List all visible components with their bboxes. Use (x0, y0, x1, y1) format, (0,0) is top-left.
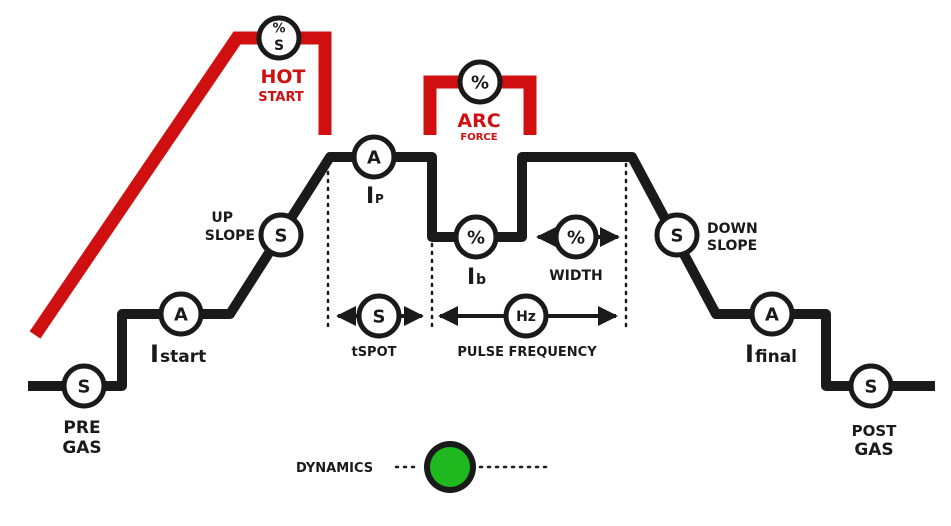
svg-text:S: S (373, 307, 386, 328)
down-slope-knob[interactable]: S (654, 212, 700, 258)
i-start-knob[interactable]: A (158, 291, 204, 337)
i-final-label-main: I (745, 340, 754, 368)
pre-gas-knob[interactable]: S (61, 363, 107, 409)
tspot-label: tSPOT (351, 345, 396, 360)
svg-text:A: A (174, 305, 188, 326)
hot-start-label-line2: START (258, 90, 304, 105)
svg-text:%: % (467, 228, 485, 249)
svg-text:Hz: Hz (516, 309, 536, 325)
i-base-label-sub: b (476, 272, 486, 288)
i-peak-knob[interactable]: A (351, 134, 397, 180)
i-peak-label-sub: P (375, 192, 384, 206)
width-label: WIDTH (549, 268, 603, 284)
dynamics-indicator-icon[interactable] (424, 441, 476, 493)
i-final-label-sub: final (755, 347, 797, 367)
i-peak-label-main: I (366, 184, 374, 209)
width-knob[interactable]: % (553, 214, 599, 260)
arc-force-knob[interactable]: % (457, 59, 503, 105)
pre-gas-label-line1: PRE (63, 418, 100, 438)
post-gas-knob[interactable]: S (848, 363, 894, 409)
post-gas-label-line1: POST (852, 422, 898, 440)
i-start-label-main: I (150, 340, 159, 368)
up-slope-label-line2: SLOPE (205, 228, 255, 244)
svg-text:%: % (272, 22, 285, 37)
down-slope-label-line2: SLOPE (707, 238, 757, 254)
down-slope-label-line1: DOWN (707, 221, 758, 237)
tspot-knob[interactable]: S (356, 293, 402, 339)
i-base-knob[interactable]: % (453, 214, 499, 260)
arc-force-label-line1: ARC (457, 110, 500, 132)
svg-text:S: S (274, 38, 284, 54)
i-start-label-sub: start (160, 347, 206, 367)
svg-text:%: % (471, 73, 489, 94)
svg-text:S: S (78, 377, 91, 398)
hot-start-label-line1: HOT (260, 66, 305, 88)
hot-start-knob[interactable]: % S (256, 15, 302, 61)
svg-text:S: S (865, 377, 878, 398)
pulse-frequency-label: PULSE FREQUENCY (457, 345, 597, 360)
svg-text:S: S (275, 226, 288, 247)
up-slope-label-line1: UP (211, 210, 233, 226)
post-gas-label-line2: GAS (854, 440, 893, 460)
svg-text:A: A (367, 148, 381, 169)
i-base-label-main: I (467, 265, 475, 290)
svg-text:A: A (765, 305, 779, 326)
arc-force-label-line2: FORCE (460, 132, 497, 143)
pre-gas-label-line2: GAS (62, 438, 101, 458)
dynamics-label: DYNAMICS (296, 461, 373, 476)
i-final-knob[interactable]: A (749, 291, 795, 337)
pulse-frequency-knob[interactable]: Hz (503, 293, 549, 339)
up-slope-knob[interactable]: S (258, 212, 304, 258)
svg-text:S: S (671, 226, 684, 247)
svg-text:%: % (567, 228, 585, 249)
